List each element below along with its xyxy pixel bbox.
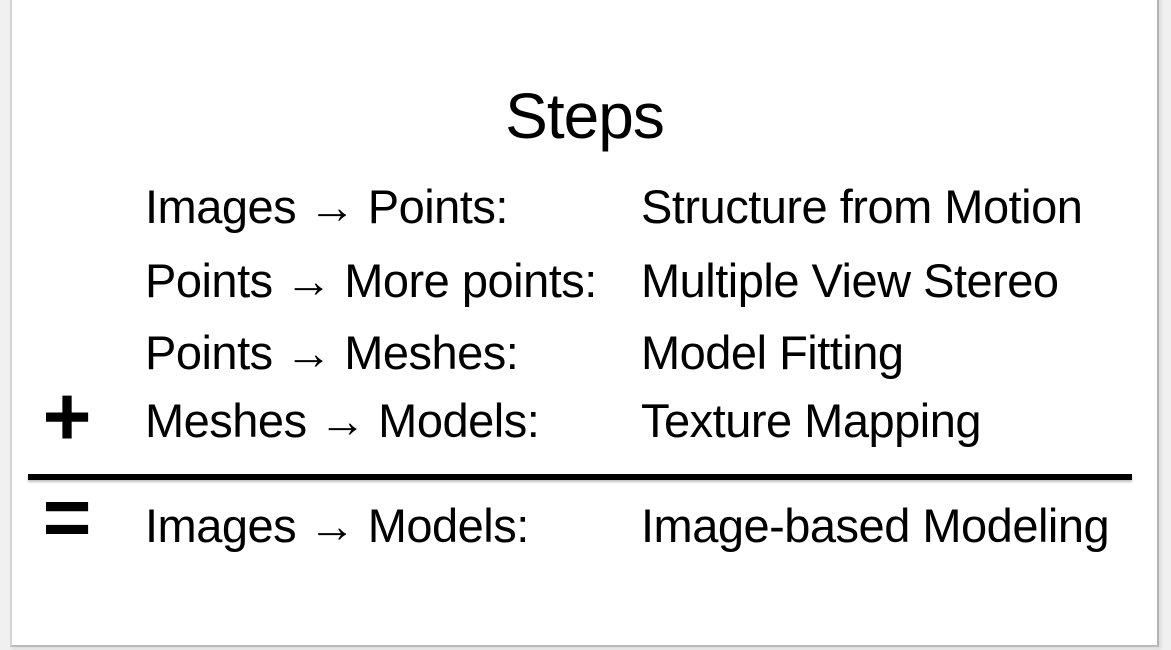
step-row: Points → Meshes: Model Fitting <box>145 325 1147 381</box>
equals-operator: = <box>42 470 92 564</box>
summation-rule-line <box>28 474 1132 480</box>
step-technique: Texture Mapping <box>641 394 981 447</box>
slide-content: Steps Images → Points: Structure from Mo… <box>12 0 1157 645</box>
step-mapping: Images → Points: <box>145 180 508 233</box>
step-mapping: Meshes → Models: <box>145 394 540 447</box>
step-row: Meshes → Models: Texture Mapping <box>145 393 1147 449</box>
slide-title: Steps <box>505 80 665 152</box>
step-technique: Structure from Motion <box>641 180 1083 233</box>
step-technique: Model Fitting <box>641 326 904 379</box>
step-technique: Image-based Modeling <box>641 499 1110 552</box>
step-mapping: Points → Meshes: <box>145 326 519 379</box>
step-mapping: Points → More points: <box>145 254 597 307</box>
step-mapping: Images → Models: <box>145 499 529 552</box>
plus-operator: + <box>42 369 92 463</box>
step-technique: Multiple View Stereo <box>641 254 1059 307</box>
step-row: Images → Points: Structure from Motion <box>145 179 1147 235</box>
step-row: Points → More points: Multiple View Ster… <box>145 253 1147 309</box>
step-row: Images → Models: Image-based Modeling <box>145 498 1147 554</box>
slide-page: Steps Images → Points: Structure from Mo… <box>10 0 1159 647</box>
